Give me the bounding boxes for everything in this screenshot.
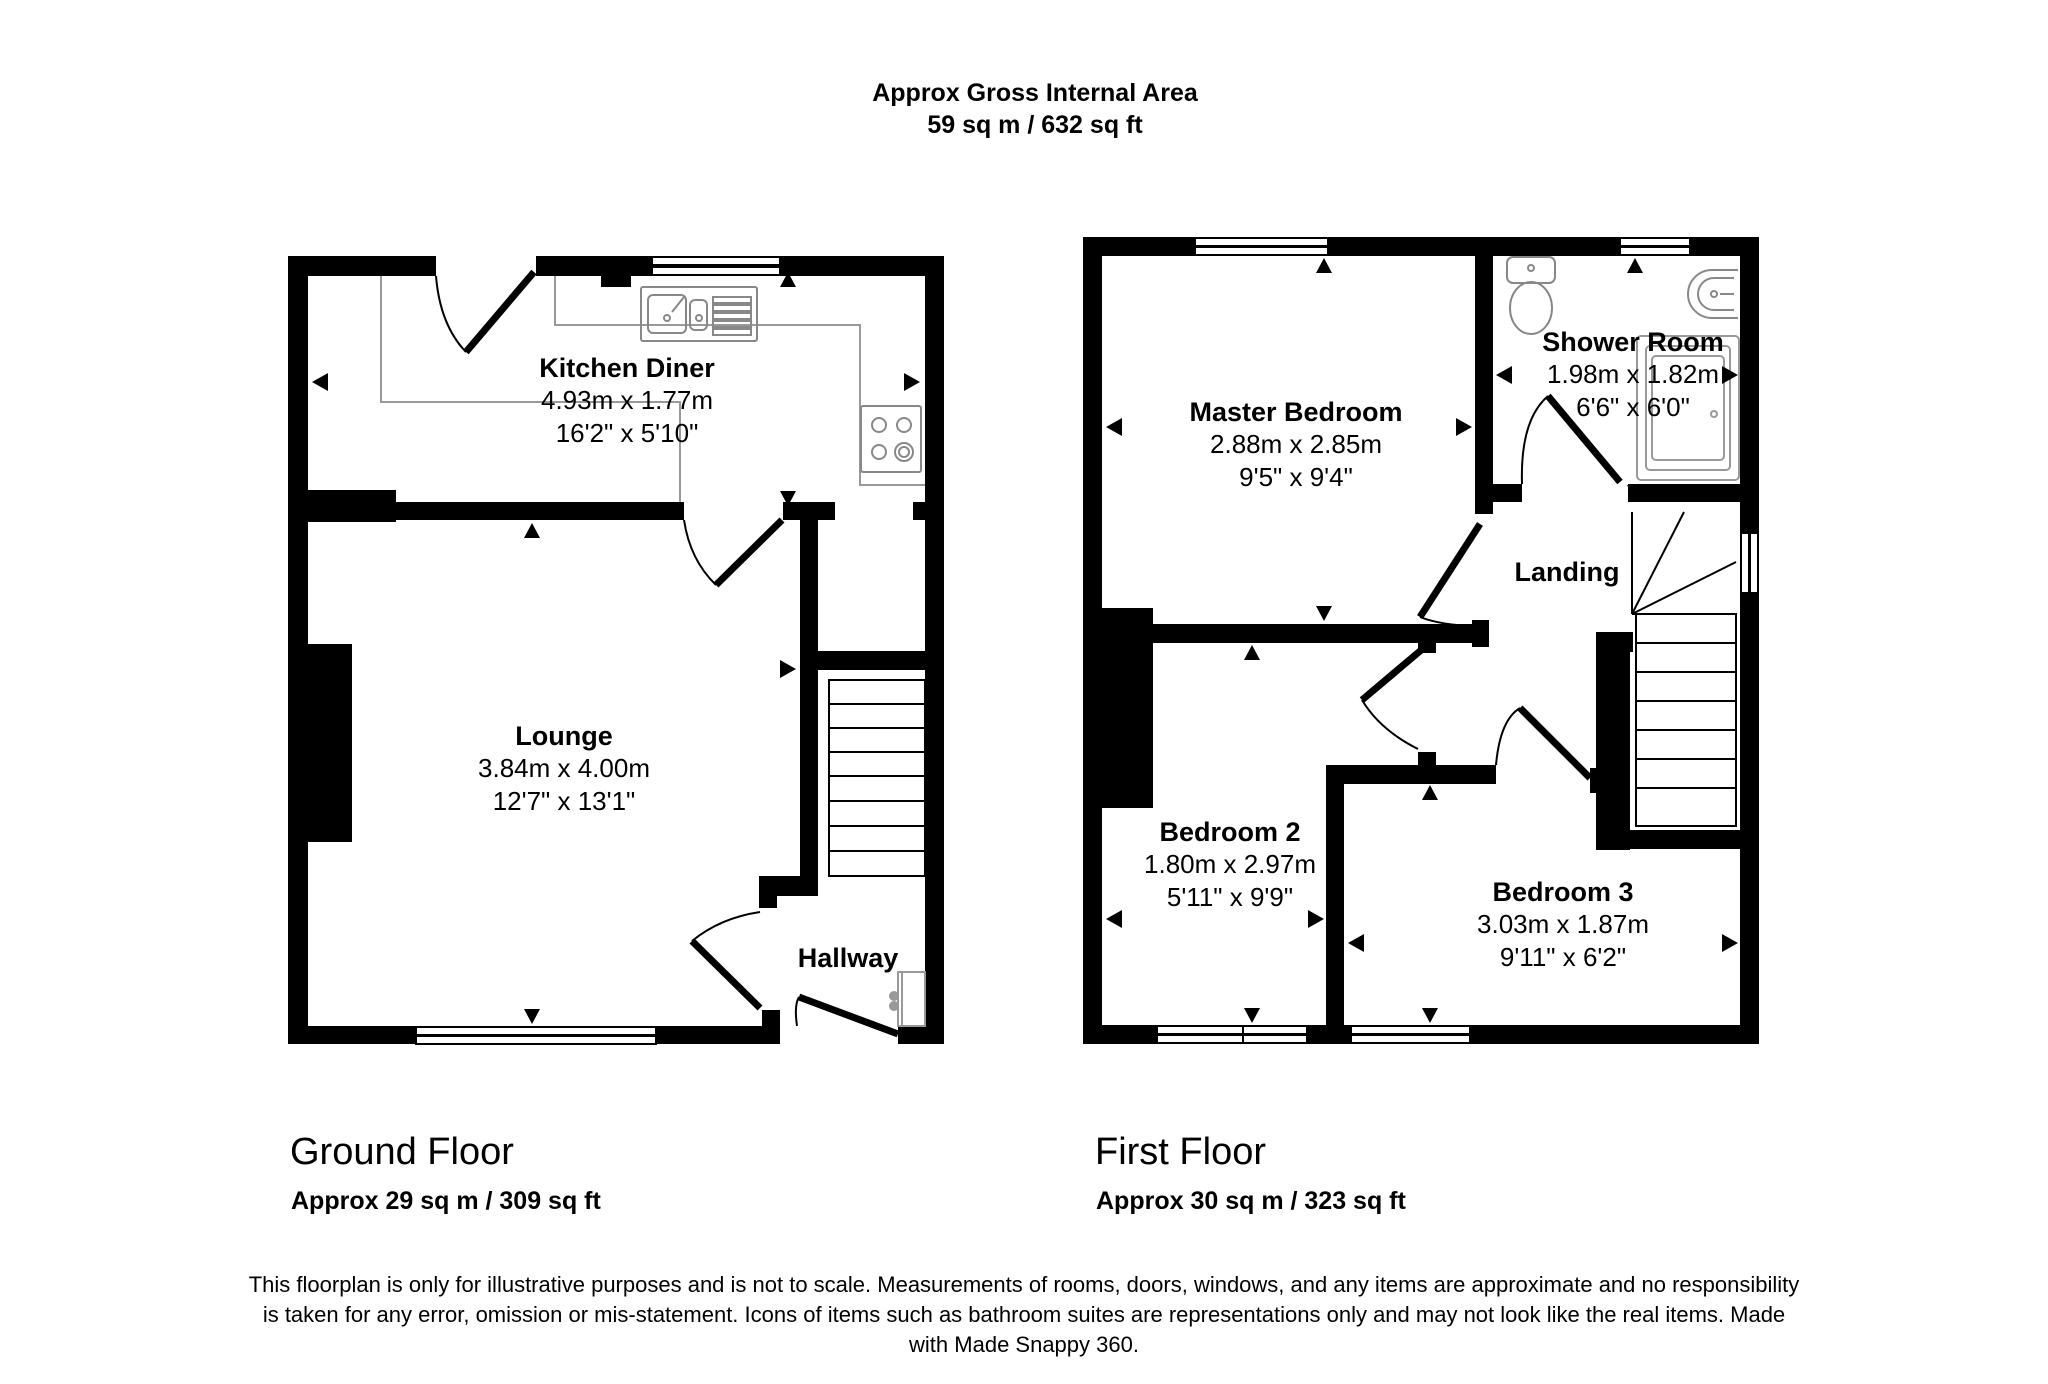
room-label-landing: Landing (1515, 556, 1620, 588)
shower-tray-icon (1636, 335, 1740, 481)
room-label-shower-room: Shower Room 1.98m x 1.82m 6'6" x 6'0" (1542, 326, 1724, 424)
toilet-icon (1506, 256, 1556, 335)
window-icon (1740, 532, 1759, 594)
first-floor-plan (1083, 237, 1759, 1044)
stair-enclosure-walls (1590, 632, 1759, 850)
chimney-breast (308, 644, 352, 842)
gross-area-value: 59 sq m / 632 sq ft (927, 111, 1143, 139)
door-swing-icon (683, 517, 785, 588)
room-dimension-metric: 2.88m x 2.85m (1210, 429, 1382, 459)
window-icon (1156, 1025, 1308, 1044)
dimension-arrow-icon (312, 272, 920, 1024)
room-dimension-imperial: 5'11" x 9'9" (1166, 882, 1294, 912)
sink-icon (640, 286, 758, 342)
door-swing-icon (1495, 705, 1593, 781)
room-dimension-metric: 4.93m x 1.77m (541, 385, 713, 415)
kitchen-lounge-wall (308, 490, 925, 522)
disclaimer-text: This floorplan is only for illustrative … (248, 1272, 1800, 1357)
dimension-arrow-icon (1106, 258, 1738, 1023)
room-dimension-imperial: 9'11" x 6'2" (1499, 942, 1627, 972)
room-dimension-imperial: 6'6" x 6'0" (1576, 392, 1690, 422)
room-label-hallway: Hallway (798, 942, 899, 974)
ground-floor-title: Ground Floor (290, 1131, 514, 1173)
room-dimension-metric: 1.98m x 1.82m (1547, 359, 1719, 389)
door-swing-icon (1417, 522, 1483, 627)
room-name: Master Bedroom (1189, 397, 1403, 427)
room-name: Landing (1514, 557, 1620, 587)
room-label-bedroom-2: Bedroom 2 1.80m x 2.97m 5'11" x 9'9" (1144, 816, 1316, 914)
kitchen-worktop (380, 276, 925, 502)
ground-floor-outer-walls (288, 256, 944, 1044)
room-label-bedroom-3: Bedroom 3 3.03m x 1.87m 9'11" x 6'2" (1477, 876, 1649, 974)
room-name: Bedroom 3 (1492, 877, 1634, 907)
ground-floor-area: Approx 29 sq m / 309 sq ft (291, 1187, 601, 1215)
ground-floor-plan (288, 256, 944, 1045)
room-name: Hallway (797, 943, 899, 973)
bedroom-walls (1326, 752, 1496, 1044)
room-name: Kitchen Diner (539, 353, 715, 383)
window-icon (1350, 1025, 1471, 1044)
room-label-master-bedroom: Master Bedroom 2.88m x 2.85m 9'5" x 9'4" (1189, 396, 1402, 494)
window-icon (1194, 237, 1329, 256)
basin-icon (1687, 269, 1738, 319)
stairs-icon (1631, 511, 1737, 827)
room-name: Shower Room (1542, 327, 1724, 357)
room-dimension-imperial: 9'5" x 9'4" (1239, 462, 1353, 492)
room-dimension-imperial: 16'2" x 5'10" (555, 418, 699, 448)
door-swing-icon (1520, 393, 1623, 485)
window-icon (651, 256, 781, 276)
room-label-kitchen-diner: Kitchen Diner 4.93m x 1.77m 16'2" x 5'10… (539, 352, 715, 450)
door-swing-icon (794, 993, 900, 1038)
window-icon (1524, 237, 1691, 256)
gross-area-title: Approx Gross Internal Area (872, 79, 1198, 107)
room-label-lounge: Lounge 3.84m x 4.00m 12'7" x 13'1" (478, 720, 650, 818)
room-dimension-metric: 1.80m x 2.97m (1144, 849, 1316, 879)
stair-enclosure-walls (759, 520, 925, 908)
first-floor-title: First Floor (1095, 1131, 1266, 1173)
room-dimension-imperial: 12'7" x 13'1" (492, 786, 636, 816)
shower-room-walls (1475, 256, 1759, 514)
first-floor-outer-walls (1083, 237, 1759, 1044)
window-icon (415, 1026, 657, 1045)
radiator-icon (889, 971, 926, 1027)
room-name: Lounge (515, 721, 613, 751)
door-swing-icon (1359, 643, 1429, 750)
hob-icon (860, 405, 922, 473)
room-name: Bedroom 2 (1159, 817, 1301, 847)
room-dimension-metric: 3.84m x 4.00m (478, 753, 650, 783)
first-floor-area: Approx 30 sq m / 323 sq ft (1096, 1187, 1406, 1215)
door-swing-icon (689, 911, 763, 1011)
stairs-icon (828, 679, 926, 877)
master-bedroom-wall (1153, 620, 1489, 653)
room-dimension-metric: 3.03m x 1.87m (1477, 909, 1649, 939)
chimney-breast (1102, 608, 1153, 808)
door-swing-icon (435, 269, 537, 355)
